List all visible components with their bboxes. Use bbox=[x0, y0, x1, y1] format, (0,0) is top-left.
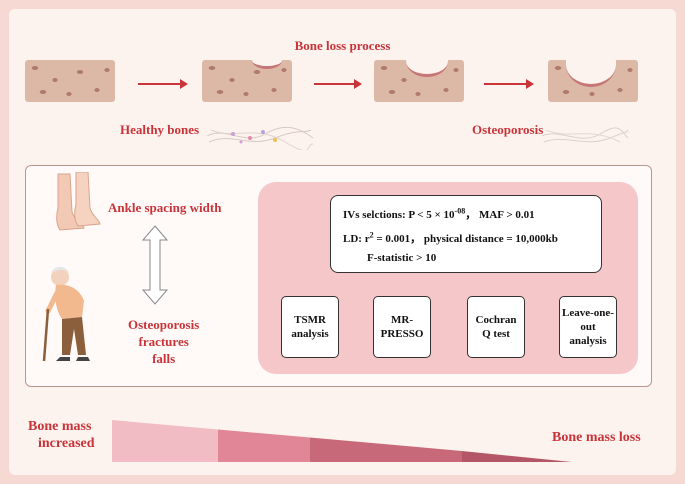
method-tsmr: TSMR analysis bbox=[281, 296, 339, 358]
method-cochran-q: Cochran Q test bbox=[467, 296, 525, 358]
moderate-bone-loss-tissue bbox=[374, 60, 464, 102]
early-bone-loss-tissue bbox=[202, 60, 292, 102]
iv-criteria-line-1: IVs selctions: P < 5 × 10-08， MAF > 0.01 bbox=[343, 206, 535, 221]
process-arrow-3 bbox=[484, 79, 534, 89]
iv-selection-criteria-box: IVs selctions: P < 5 × 10-08， MAF > 0.01… bbox=[330, 195, 602, 273]
method-mr-presso: MR-PRESSO bbox=[373, 296, 431, 358]
iv-criteria-line-2: LD: r2 = 0.001， physical distance = 10,0… bbox=[343, 230, 558, 245]
ankle-spacing-label: Ankle spacing width bbox=[108, 200, 222, 215]
wedge-segment-2 bbox=[218, 429, 310, 462]
severe-bone-loss-tissue bbox=[548, 60, 638, 102]
wedge-segment-4 bbox=[462, 451, 572, 462]
elderly-person-illustration bbox=[42, 266, 90, 362]
bone-mass-increased-label: Bone mass increased bbox=[28, 419, 95, 451]
feet-illustration bbox=[56, 172, 101, 231]
outcomes-label: Osteoporosis fractures falls bbox=[128, 316, 199, 367]
healthy-bone-tissue bbox=[25, 60, 115, 102]
process-arrow-2 bbox=[314, 79, 362, 89]
bidirectional-arrow bbox=[142, 225, 168, 305]
wedge-segment-3 bbox=[310, 437, 462, 462]
process-title: Bone loss process bbox=[294, 38, 391, 53]
osteoporosis-fibers-illustration bbox=[541, 127, 629, 143]
outcome-osteoporosis: Osteoporosis bbox=[128, 317, 200, 332]
process-arrow-1 bbox=[138, 79, 188, 89]
osteoporosis-label: Osteoporosis bbox=[472, 122, 544, 137]
healthy-bone-fibers-illustration bbox=[206, 126, 314, 150]
iv-criteria-line-3: F-statistic > 10 bbox=[367, 252, 437, 264]
bone-mass-gradient-wedge bbox=[112, 420, 572, 462]
method-leave-one-out: Leave-one-out analysis bbox=[559, 296, 617, 358]
healthy-bones-label: Healthy bones bbox=[120, 122, 200, 137]
outcome-falls: falls bbox=[152, 351, 176, 366]
bone-mass-loss-label: Bone mass loss bbox=[552, 430, 641, 445]
wedge-segment-1 bbox=[112, 420, 218, 462]
outcome-fractures: fractures bbox=[138, 334, 189, 349]
